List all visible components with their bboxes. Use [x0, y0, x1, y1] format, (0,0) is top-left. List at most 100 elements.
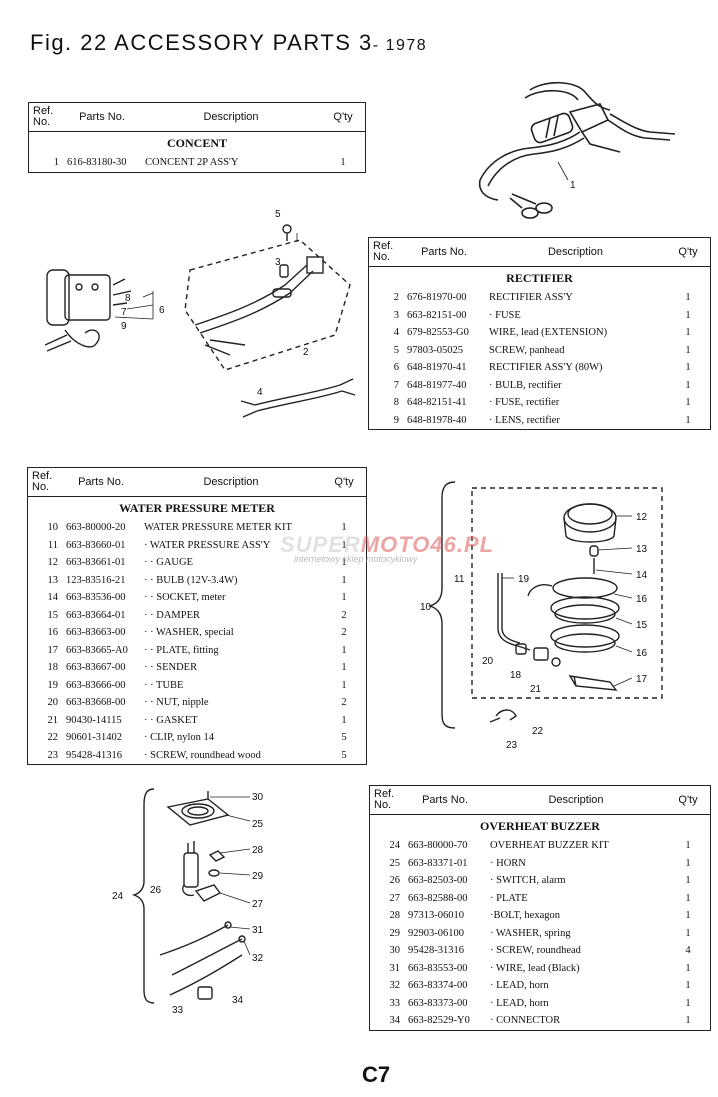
part-number-cell: 97803-05025 [407, 344, 463, 356]
diagram-label: 18 [510, 670, 522, 681]
description-cell: · · GAUGE [144, 557, 193, 569]
ref-cell: 3 [393, 309, 399, 321]
qty-cell: 1 [341, 662, 347, 674]
diagram-concent: 1 [478, 81, 676, 219]
part-number-cell: 663-83665-A0 [66, 644, 128, 656]
part-number-cell: 663-83663-00 [66, 627, 126, 639]
qty-cell: 1 [341, 574, 347, 586]
diagram-label: 15 [636, 620, 648, 631]
part-number-cell: 123-83516-21 [66, 574, 126, 586]
part-number-cell: 663-82588-00 [408, 892, 468, 904]
diagram-label: 12 [636, 512, 648, 523]
qty-cell: 1 [685, 414, 691, 426]
description-cell: · LEAD, horn [490, 997, 549, 1009]
section-title: WATER PRESSURE METER [119, 500, 275, 515]
part-number-cell: 663-80000-20 [66, 522, 126, 534]
part-number-cell: 663-83667-00 [66, 662, 126, 674]
diagram-label: 22 [532, 726, 544, 737]
qty-cell: 5 [341, 749, 347, 761]
part-number-cell: 663-83661-01 [66, 557, 126, 569]
qty-cell: 1 [685, 927, 691, 939]
description-cell: ·BOLT, hexagon [490, 910, 560, 922]
diagram-label: 25 [252, 819, 264, 830]
qty-cell: 2 [341, 609, 347, 621]
diagram-label: 3 [275, 257, 281, 268]
description-cell: · CLIP, nylon 14 [144, 732, 215, 744]
qty-cell: 1 [685, 840, 691, 852]
description-cell: SCREW, panhead [489, 344, 565, 356]
section-header: RECTIFIER [369, 267, 711, 290]
qty-cell: 1 [685, 892, 691, 904]
qty-cell: 1 [341, 714, 347, 726]
ref-cell: 9 [393, 414, 399, 426]
ref-cell: 31 [389, 962, 401, 974]
description-cell: · HORN [490, 857, 526, 869]
diagram-label: 26 [150, 885, 162, 896]
part-number-cell: 663-80000-70 [408, 840, 468, 852]
col-description: Description [486, 785, 666, 815]
qty-cell: 1 [685, 379, 691, 391]
diagram-label: 14 [636, 570, 648, 581]
qty-cell: 4 [685, 945, 691, 957]
ref-cell: 13 [47, 574, 59, 586]
part-number-cell: 663-83664-01 [66, 609, 126, 621]
description-cell: · LEAD, horn [490, 980, 549, 992]
qty-cell: 1 [341, 539, 347, 551]
description-cell: · WATER PRESSURE ASS'Y [144, 539, 271, 551]
ref-cell: 17 [47, 644, 59, 656]
description-cell: · SCREW, roundhead wood [144, 749, 261, 761]
description-cell: · CONNECTOR [490, 1015, 561, 1027]
qty-cell: 1 [685, 344, 691, 356]
watermark-left: SUPER [280, 532, 361, 557]
part-number-cell: 663-82151-00 [407, 309, 467, 321]
ref-cell: 24 [389, 840, 401, 852]
description-cell: WIRE, lead (EXTENSION) [489, 327, 608, 339]
ref-cell: 20 [47, 697, 59, 709]
part-number-cell: 663-83371-01 [408, 857, 468, 869]
ref-cell: 2 [393, 292, 399, 304]
description-cell: · WIRE, lead (Black) [490, 962, 580, 974]
ref-cell: 10 [47, 522, 59, 534]
diagram-label: 5 [275, 209, 281, 220]
description-cell: · · PLATE, fitting [144, 644, 219, 656]
diagram-overheat-buzzer: 30 25 28 29 26 27 24 31 32 33 34 [112, 788, 264, 1016]
diagram-label: 4 [257, 387, 263, 398]
ref-cell: 16 [47, 627, 59, 639]
col-parts-no: Parts No. [62, 467, 140, 497]
description-cell: · BULB, rectifier [489, 379, 562, 391]
qty-cell: 1 [341, 679, 347, 691]
part-number-cell: 663-82503-00 [408, 875, 468, 887]
diagram-water-pressure-meter: 12 13 14 16 15 16 17 11 19 10 20 18 21 2… [420, 481, 663, 751]
section-title: OVERHEAT BUZZER [480, 818, 600, 833]
description-cell: · · DAMPER [144, 609, 201, 621]
description-cell: · · SENDER [144, 662, 198, 674]
parts-table-rectifier: Ref. No. Parts No. Description Q'ty RECT… [368, 237, 711, 430]
part-number-cell: 648-82151-41 [407, 397, 467, 409]
page-title: Fig. 22 ACCESSORY PARTS 3- 1978 [30, 30, 428, 55]
ref-cell: 30 [389, 945, 401, 957]
ref-cell: 6 [393, 362, 399, 374]
part-number-cell: 92903-06100 [408, 927, 464, 939]
ref-cell: 12 [47, 557, 59, 569]
col-qty: Q'ty [666, 785, 711, 815]
section-header: OVERHEAT BUZZER [370, 815, 711, 838]
diagram-label: 34 [232, 995, 244, 1006]
